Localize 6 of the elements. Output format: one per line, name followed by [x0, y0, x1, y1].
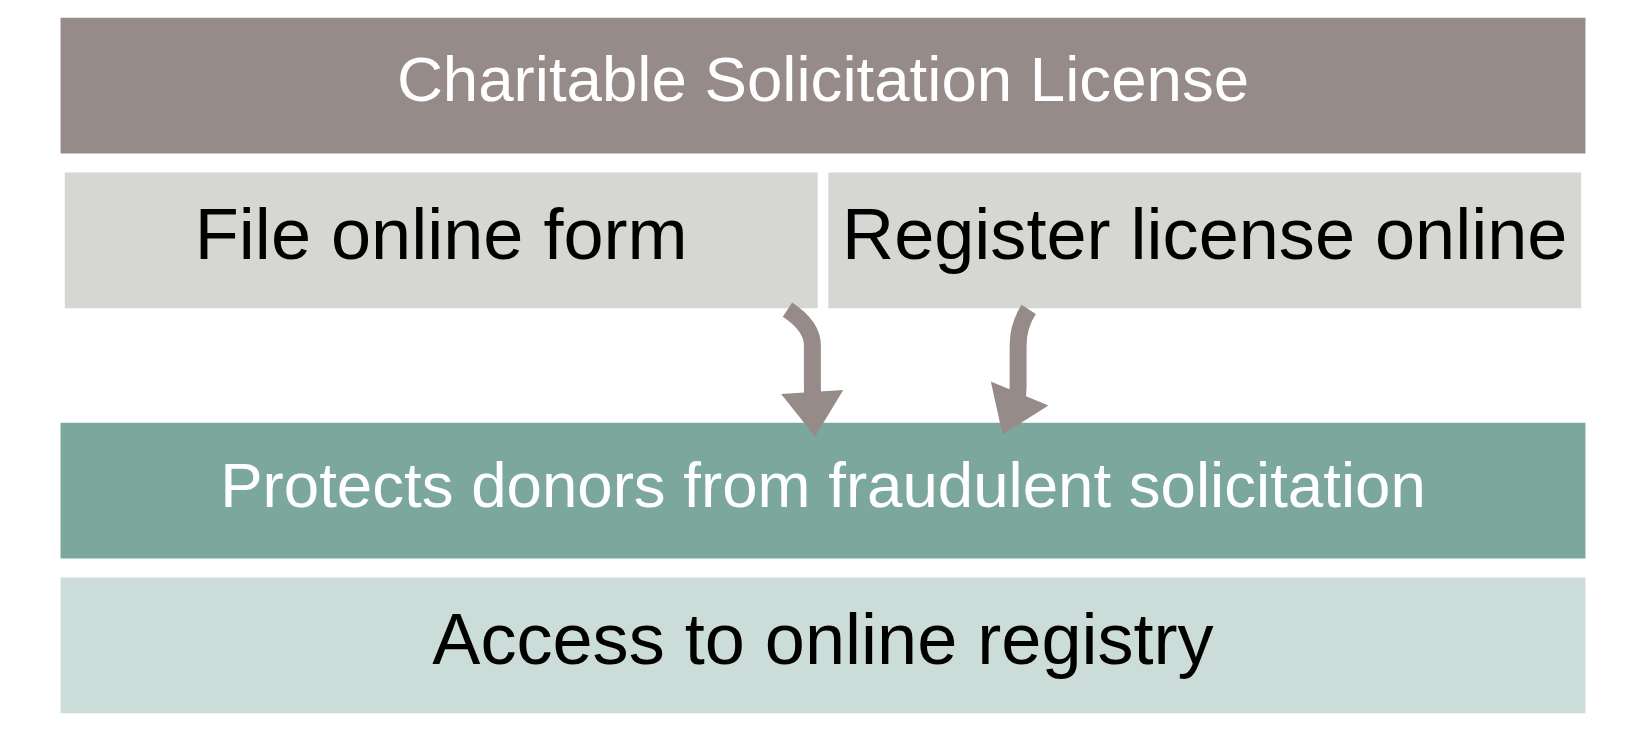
arrow [990, 305, 1048, 435]
node-box: Protects donors from fraudulent solicitation [57, 420, 1588, 561]
node-box: File online form [62, 170, 820, 311]
node-box: Register license online [825, 170, 1583, 311]
node-box: Access to online registry [57, 575, 1588, 716]
node-box: Charitable Solicitation License [57, 15, 1588, 156]
